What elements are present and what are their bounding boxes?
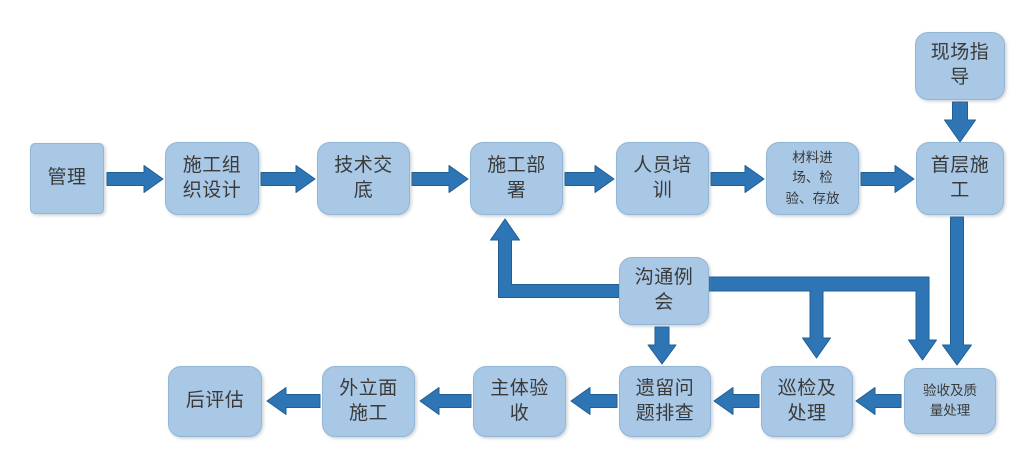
edge-remaining-issues-to-main-acceptance [570, 387, 618, 415]
edge-acceptance-quality-to-inspection [855, 387, 902, 415]
node-onsite-guidance: 现场指 导 [915, 32, 1005, 100]
edge-org-design-to-technical-disclosure [260, 165, 316, 193]
edge-meeting-to-deployment [490, 218, 620, 298]
node-remaining-issue-check: 遗留问 题排查 [619, 366, 711, 437]
node-inspection-and-handling: 巡检及 处理 [761, 366, 853, 437]
edge-management-to-org-design [106, 165, 164, 193]
edge-onsite-guidance-to-first-floor [944, 101, 976, 143]
edge-main-acceptance-to-facade [419, 387, 472, 415]
edge-deployment-to-training [564, 165, 615, 193]
edge-meeting-to-inspection-and-quality [708, 276, 937, 361]
node-technical-disclosure: 技术交 底 [317, 142, 410, 215]
node-personnel-training: 人员培 训 [616, 142, 709, 215]
edge-first-floor-to-acceptance-quality [942, 216, 972, 366]
edge-technical-disclosure-to-deployment [411, 165, 469, 193]
node-management: 管理 [30, 143, 104, 214]
edge-inspection-to-remaining-issues [713, 387, 760, 415]
edge-meeting-to-remaining-issues [647, 326, 677, 365]
node-communication-meeting: 沟通例 会 [619, 257, 709, 325]
node-material-entry-inspection-storage: 材料进 场、检 验、存放 [766, 142, 859, 215]
node-construction-org-design: 施工组 织设计 [165, 142, 259, 215]
node-post-evaluation: 后评估 [168, 366, 262, 437]
node-acceptance-quality-handling: 验收及质 量处理 [904, 368, 996, 434]
node-construction-deployment: 施工部 署 [470, 142, 563, 215]
node-main-structure-acceptance: 主体验 收 [473, 366, 566, 437]
node-facade-construction: 外立面 施工 [322, 366, 415, 437]
edge-facade-to-post-evaluation [266, 387, 321, 415]
node-first-floor-construction: 首层施 工 [916, 142, 1004, 215]
edge-training-to-material [710, 165, 765, 193]
edge-material-to-first-floor [860, 165, 915, 193]
